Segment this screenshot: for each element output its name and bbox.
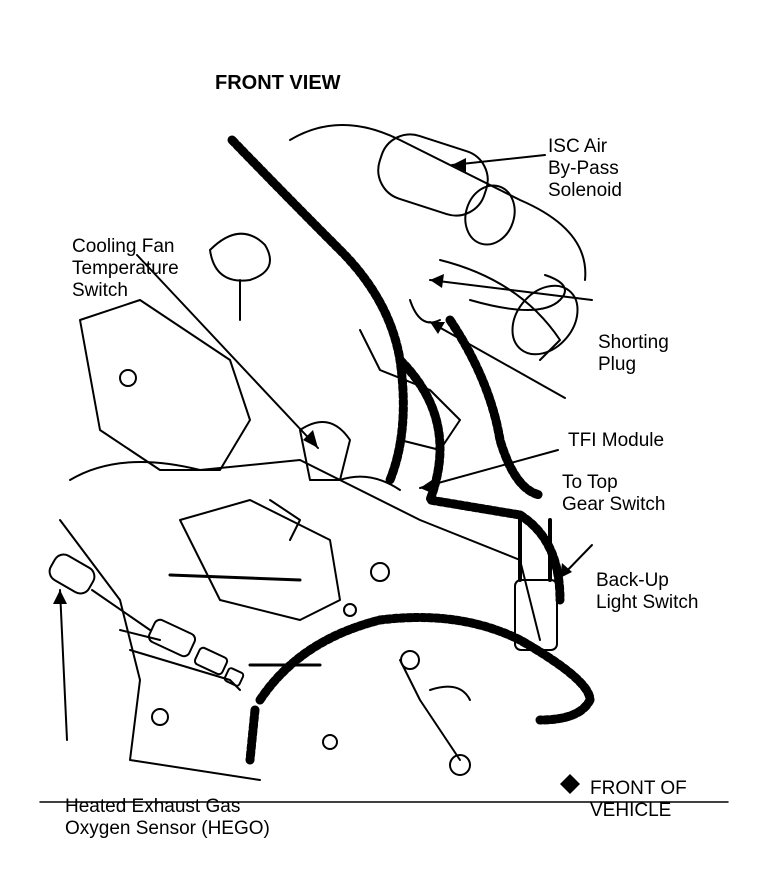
isc-solenoid-drawing <box>289 124 587 361</box>
wiring-harness <box>227 135 595 765</box>
leader-arrowheads <box>53 158 572 604</box>
diagram-title: FRONT VIEW <box>215 72 341 94</box>
label-tfi-module: TFI Module <box>568 430 665 451</box>
backup-switch-drawing <box>514 518 558 651</box>
hego-sensor-drawing <box>48 553 245 687</box>
diamond-arrow-icon <box>560 774 580 794</box>
leader-lines <box>59 154 593 741</box>
